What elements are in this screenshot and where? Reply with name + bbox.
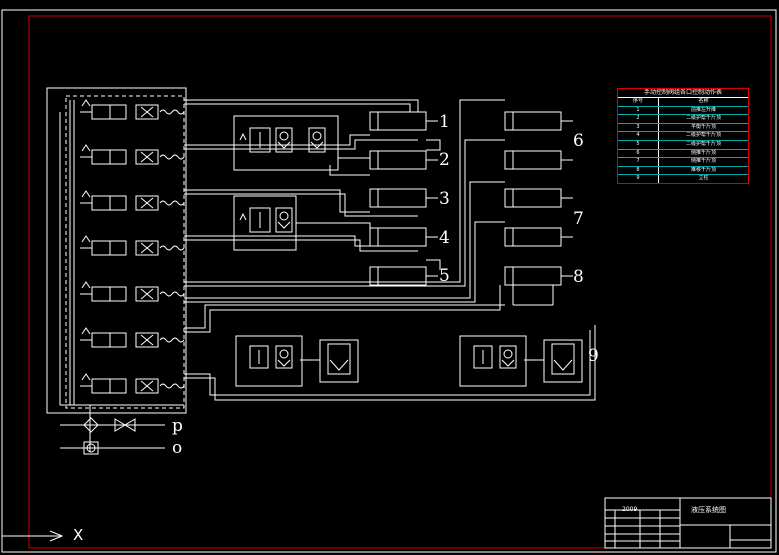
valve-bank-frame [46,87,187,414]
label-3: 3 [439,189,450,209]
valve-row-6 [80,327,185,348]
header-name: 名称 [698,98,709,104]
table-row: 4 二级护帮千斤顶 [618,132,748,141]
valve-row-2 [80,144,185,165]
row-name: 立柱 [698,175,709,182]
parts-table-title: 手动控制阀组各口控制动作表 [618,89,748,98]
supply-lines [60,417,165,455]
label-2: 2 [439,150,450,170]
table-row: 8 推移千斤顶 [618,166,748,176]
table-row: 7 侧推千斤顶 [618,158,748,167]
drawing-title: 液压系统图 [691,506,726,514]
row-name: 前推左升降 [690,106,716,113]
label-5: 5 [439,266,450,286]
row-name: 侧推千斤顶 [690,149,716,156]
cylinders-left [369,111,438,286]
table-row: 9 立柱 [618,175,748,183]
row-name: 推移千斤顶 [690,166,716,173]
row-no: 7 [618,158,659,166]
valve-row-3 [80,190,185,211]
label-9: 9 [588,346,599,366]
row-name: 二级护帮千斤顶 [685,132,721,139]
title-block [604,497,772,549]
inner-frame [28,15,772,549]
row-name: 平衡千斤顶 [690,123,716,130]
row-no: 9 [618,175,659,183]
row-name: 二级护帮千斤顶 [685,115,721,122]
row-no: 3 [618,123,659,132]
parts-table-header: 序号 名称 [618,98,748,107]
lock-block-3 [235,335,359,387]
row-name: 侧推千斤顶 [690,158,716,165]
origin-arrow [2,530,64,542]
valve-row-5 [80,281,185,302]
row-no: 4 [618,132,659,140]
title-block-year: 2009 [622,506,638,513]
label-4: 4 [439,228,450,248]
cylinders-right [504,111,573,306]
table-row: 2 二级护帮千斤顶 [618,115,748,124]
label-6: 6 [573,131,584,151]
label-p: p [172,416,183,436]
label-7: 7 [573,209,584,229]
lock-block-4 [459,335,583,387]
table-row: 6 侧推千斤顶 [618,149,748,159]
lock-block-1 [233,115,339,171]
axis-x-mark: X [73,526,84,544]
outer-frame [1,9,777,553]
table-row: 3 平衡千斤顶 [618,123,748,133]
header-no: 序号 [618,98,659,106]
piping [184,99,596,401]
row-no: 8 [618,166,659,175]
table-row: 1 前推左升降 [618,106,748,116]
table-row: 5 二级护帮千斤顶 [618,140,748,150]
valve-row-4 [80,235,185,256]
manifold-lines [59,100,184,452]
valve-row-7 [80,373,185,394]
row-no: 2 [618,115,659,123]
valve-row-1 [80,99,185,120]
label-1: 1 [439,112,450,132]
lock-block-2 [233,195,297,251]
row-no: 1 [618,106,659,115]
label-8: 8 [573,267,584,287]
row-name: 二级护帮千斤顶 [685,140,721,147]
row-no: 5 [618,140,659,149]
parts-table: 手动控制阀组各口控制动作表 序号 名称 1 前推左升降 2 二级护帮千斤顶 3 平衡千… [617,88,749,184]
row-no: 6 [618,149,659,158]
valve-bank-dashed [65,95,185,409]
label-o: o [172,438,183,458]
